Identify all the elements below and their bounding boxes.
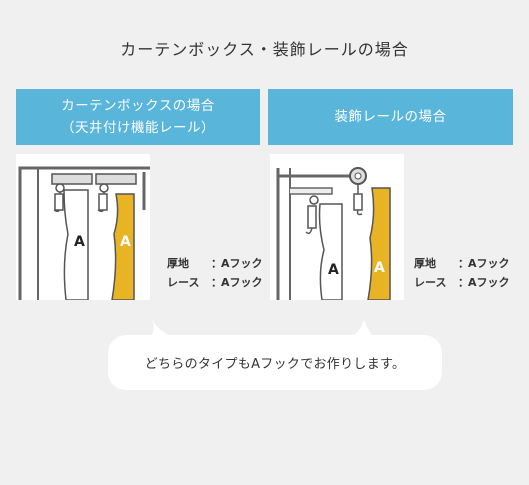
front-hook	[97, 183, 109, 213]
heavy-curtain	[63, 189, 89, 300]
hook-spec-curtain-box: 厚地：Aフック レース：Aフック	[167, 254, 263, 292]
lace-curtain	[367, 187, 391, 300]
lace-curtain	[111, 193, 135, 300]
curtain-box-illustration: A A	[16, 154, 150, 300]
spec-value: Aフック	[468, 276, 510, 289]
header-decorative-rail: 装飾レールの場合	[268, 89, 513, 145]
bubble-tail-right	[350, 320, 374, 338]
hook-label-back: A	[328, 262, 339, 278]
bubble-tail-left	[150, 320, 174, 338]
back-hook	[53, 183, 65, 213]
spec-key: レース	[414, 276, 447, 289]
spec-value: Aフック	[221, 276, 263, 289]
curtain-box-frame	[18, 166, 150, 300]
heavy-curtain	[318, 203, 343, 300]
decorative-rail-illustration: A A	[270, 154, 404, 300]
spec-row-heavy: 厚地 ：Aフック	[167, 254, 263, 273]
spec-key: 厚地	[414, 257, 436, 270]
spec-value: Aフック	[221, 257, 263, 270]
spec-sep: ：	[211, 257, 222, 270]
spec-sep: ：	[458, 276, 469, 289]
hook-label-front: A	[374, 260, 385, 276]
spec-row-lace: レース ：Aフック	[167, 273, 263, 292]
note-text: どちらのタイプもAフックでお作りします。	[144, 357, 406, 372]
spec-row-lace: レース ：Aフック	[414, 273, 510, 292]
hook-spec-decorative-rail: 厚地：Aフック レース：Aフック	[414, 254, 510, 292]
spec-key: 厚地	[167, 257, 189, 270]
note-bubble: どちらのタイプもAフックでお作りします。	[108, 335, 442, 390]
header-decorative-rail-title: 装飾レールの場合	[334, 109, 447, 125]
header-curtain-box-title: カーテンボックスの場合	[61, 98, 215, 114]
header-curtain-box-subtitle: （天井付け機能レール）	[61, 120, 215, 136]
back-hook	[305, 195, 319, 235]
header-curtain-box: カーテンボックスの場合 （天井付け機能レール）	[16, 89, 260, 145]
page-title: カーテンボックス・装飾レールの場合	[120, 40, 409, 59]
spec-sep: ：	[458, 257, 469, 270]
hook-label-front: A	[120, 234, 131, 250]
spec-row-heavy: 厚地 ：Aフック	[414, 254, 510, 273]
hook-label-back: A	[74, 234, 85, 250]
spec-key: レース	[167, 276, 200, 289]
spec-value: Aフック	[468, 257, 510, 270]
spec-sep: ：	[211, 276, 222, 289]
